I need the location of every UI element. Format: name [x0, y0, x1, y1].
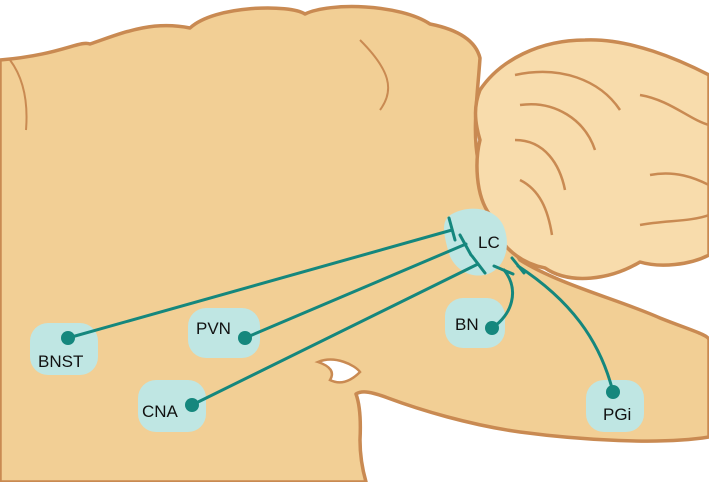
bn-label: BN — [455, 315, 479, 334]
cortex-sulcus — [359, 39, 390, 111]
bnst-label: BNST — [38, 352, 83, 371]
cerebellum-fold-7 — [639, 213, 709, 227]
cortex-fold — [9, 59, 28, 131]
pathway-lc-bnst — [66, 228, 454, 340]
bnst-dot — [61, 331, 75, 345]
ventricle-notch — [314, 358, 362, 384]
lc-label: LC — [478, 233, 500, 252]
cerebellum — [473, 38, 709, 281]
bn-dot — [485, 321, 499, 335]
terminal-pgi — [510, 256, 526, 275]
cna-region — [138, 380, 206, 432]
pgi-region — [586, 380, 644, 432]
cell-bodies — [61, 321, 620, 412]
cerebellum-fold-4 — [519, 178, 554, 236]
pathway-lc-pgi — [516, 264, 615, 394]
terminal-bn — [492, 264, 515, 276]
pathways — [66, 228, 615, 407]
cna-label: CNA — [142, 402, 179, 421]
bn-region — [445, 298, 505, 348]
lc-terminals — [447, 216, 526, 276]
cerebellum-fold-1 — [514, 70, 622, 111]
cna-dot — [185, 398, 199, 412]
cerebellum-fold-3 — [514, 138, 567, 191]
terminal-cna — [470, 254, 487, 275]
pathway-lc-cna — [190, 262, 480, 407]
cerebellum-fold-6 — [649, 172, 709, 187]
terminal-pvn — [458, 233, 473, 257]
cerebellum-fold-2 — [519, 102, 597, 151]
pvn-label: PVN — [196, 319, 231, 338]
pvn-region — [188, 308, 260, 358]
pvn-dot — [238, 331, 252, 345]
lc-region — [444, 208, 507, 276]
terminal-bnst — [447, 216, 457, 242]
pgi-dot — [606, 385, 620, 399]
pathway-lc-pvn — [243, 242, 468, 340]
cerebellum-fold-5 — [639, 93, 709, 127]
pgi-label: PGi — [603, 405, 631, 424]
bnst-region — [30, 323, 98, 375]
